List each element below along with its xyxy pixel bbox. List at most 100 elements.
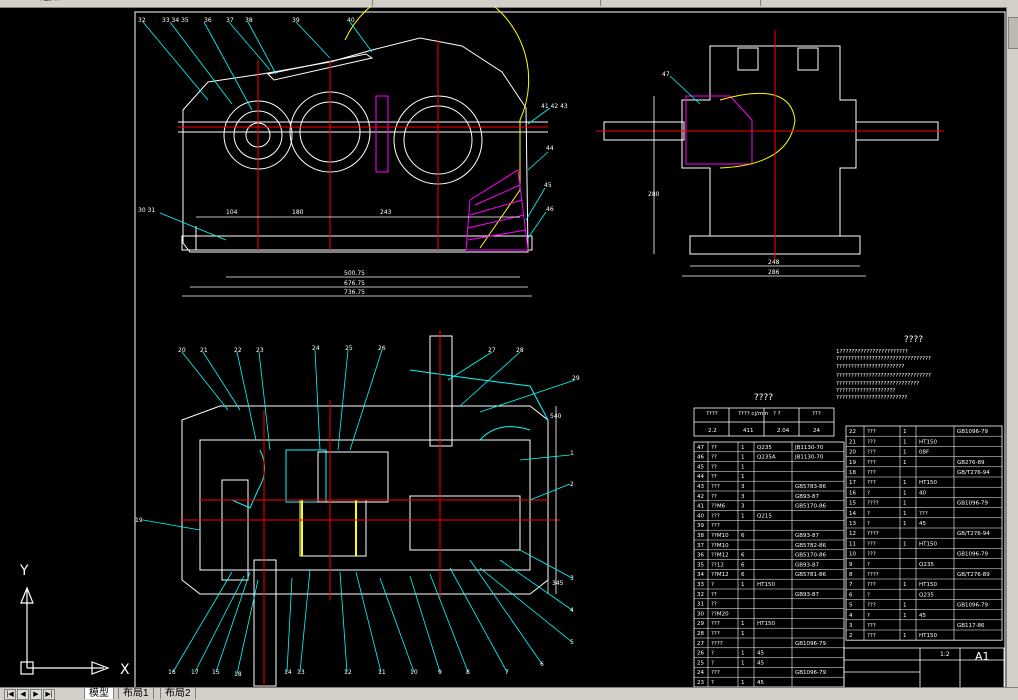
balloon-label: 19 [135,517,143,524]
plan-leaders [142,349,576,675]
cad-drawing[interactable]: 104 180 243 500.75 676.75 736.75 32 33 3… [0,0,1006,691]
balloon-label: 29 [572,375,580,382]
next-tab-button[interactable]: ▶ [30,689,42,700]
bom-cell: GB1096-79 [795,670,827,676]
balloon-label: 13 [297,669,305,676]
balloon-label: 23 [256,347,264,354]
param-col: ??? [812,411,821,417]
bom-cell: HT150 [919,439,937,445]
bom-cell: HT150 [919,633,937,639]
bom-cell: 1 [741,513,745,519]
balloon-label: 9 [438,669,442,676]
dim-text: 243 [380,209,392,216]
bom-cell: ??M20 [711,611,729,617]
params-title: ???? [754,393,773,403]
drawing-canvas[interactable]: 104 180 243 500.75 676.75 736.75 32 33 3… [0,0,1006,691]
bom-cell: ? [711,680,714,686]
bom-cell: ?? [711,445,717,451]
bom-cell: 26 [697,651,704,657]
bom-cell: ??M12 [711,572,729,578]
bom-cell: ??? [867,439,876,445]
bom-cell: ? [711,660,714,666]
break-line [479,426,531,441]
bom-cell: 1 [741,651,745,657]
bom-cell: 1 [741,660,745,666]
bom-cell: 16 [849,490,856,496]
bom-cell: 24 [697,670,704,676]
bom-cell: ??? [711,484,720,490]
balloon-label: 44 [546,145,554,152]
prev-tab-button[interactable]: ◀ [17,689,29,700]
bom-cell: GB93-87 [795,494,820,500]
vertical-scrollbar[interactable] [1006,7,1018,687]
spec-line: ???????????????????????????????? [836,373,931,379]
tab-layout2[interactable]: 布局2 [160,688,196,699]
scrollbar-thumb[interactable] [1008,17,1018,49]
bom-cell: 6 [741,533,745,539]
balloon-label: 45 [544,182,552,189]
title-sheet-size: A1 [975,650,990,663]
balloon-label: 7 [505,669,509,676]
balloon-label: 18 [234,671,242,678]
bom-cell: ??? [711,523,720,529]
side-dimensions [653,96,866,277]
bom-cell: ? [867,613,870,619]
balloon-label: 2 [570,481,574,488]
bom-cell: 32 [697,592,704,598]
balloon-label: 8 [466,669,470,676]
tab-layout1[interactable]: 布局1 [118,688,154,699]
bom-cell: 38 [697,533,704,539]
bom-cell: ?? [711,464,717,470]
hatch-lines [467,184,527,241]
bom-cell: ?? [711,455,717,461]
front-dimensions [182,216,532,297]
bom-cell: 6 [849,592,853,598]
bearing-left [221,479,249,581]
key-highlight [301,500,357,556]
bom-cell: ??12 [711,562,724,568]
bom-cell: 43 [697,484,704,490]
balloon-label: 25 [345,345,353,352]
bom-cell: GB5170-86 [795,504,827,510]
param-col: ???? [706,411,718,417]
bom-cell: 12 [849,531,856,537]
dim-text: 540 [550,413,562,420]
inspection-cover [266,53,374,81]
ucs-y-label: Y [19,563,29,579]
balloon-label: 47 [662,71,670,78]
bom-cell: HT150 [919,541,937,547]
bom-cell: 7 [849,582,853,588]
first-tab-button[interactable]: |◀ [4,689,16,700]
bom-cell: 18 [849,470,856,476]
bom-cell: 6 [741,562,745,568]
bom-cell: 30 [697,611,704,617]
input-shaft-plan [253,559,277,687]
balloon-label: 1 [570,450,574,457]
plan-view[interactable] [181,335,549,687]
balloon-label: 21 [200,347,208,354]
bom-cell: ??? [867,552,876,558]
balloon-label: 4 [570,607,574,614]
bom-cell: ??? [867,541,876,547]
balloon-label: 20 [178,347,186,354]
bom-cell: 45 [757,660,764,666]
section-hatch [375,95,389,173]
tab-model[interactable]: 模型 [84,688,114,699]
balloon-label: 24 [312,345,320,352]
balloon-label: 28 [516,347,524,354]
balloon-label: 6 [540,661,544,668]
bom-cell: 1 [741,445,745,451]
balloon-label: 16 [168,669,176,676]
bom-cell: 19 [849,460,856,466]
dim-text: 345 [552,580,564,587]
side-housing [681,45,857,237]
param-col: ? ? [773,411,781,417]
bom-cell: GB/T276-89 [957,572,990,578]
bom-cell: ??? [867,582,876,588]
balloon-label: 40 [347,17,355,24]
bom-cell: 1 [903,511,907,517]
last-tab-button[interactable]: ▶| [43,689,55,700]
bom-cell: ??M10 [711,533,729,539]
bom-cell: ? [711,582,714,588]
